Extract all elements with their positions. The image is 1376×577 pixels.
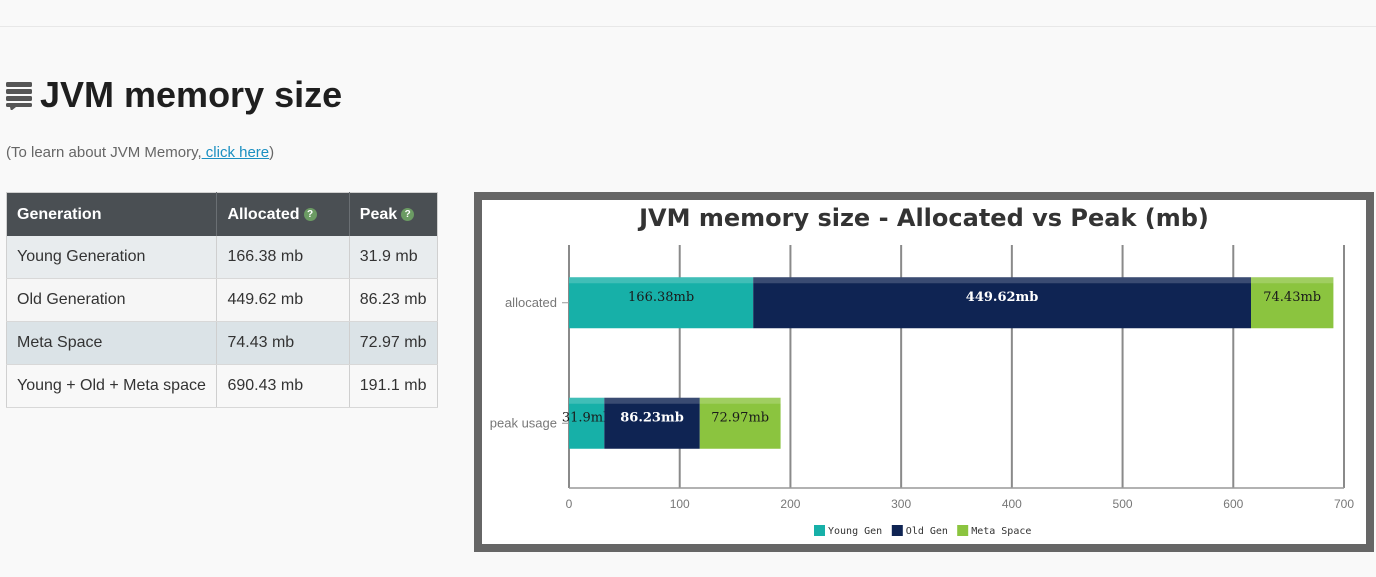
x-tick-label: 500 (1113, 497, 1133, 511)
table-header-row: Generation Allocated? Peak? (6, 192, 438, 236)
table-row: Young + Old + Meta space 690.43 mb 191.1… (6, 364, 438, 408)
page-title: JVM memory size (40, 74, 343, 115)
x-tick-label: 200 (780, 497, 800, 511)
legend-label: Old Gen (906, 526, 948, 537)
cell-generation: Young + Old + Meta space (6, 364, 218, 408)
bar-highlight (1251, 277, 1334, 284)
col-header-allocated: Allocated? (216, 192, 350, 236)
cell-peak: 191.1 mb (349, 364, 438, 408)
bar-segment (753, 277, 1251, 329)
help-icon[interactable]: ? (401, 207, 415, 221)
bar-segment (569, 277, 754, 329)
legend-swatch (957, 525, 969, 536)
bar-highlight (753, 277, 1251, 284)
learn-more-prefix: (To learn about JVM Memory, (6, 144, 202, 161)
y-category-label: peak usage (490, 415, 557, 430)
col-header-generation: Generation (6, 192, 218, 236)
page-heading: JVM memory size (6, 74, 342, 116)
cell-peak: 31.9 mb (349, 236, 438, 279)
x-tick-label: 600 (1223, 497, 1243, 511)
click-here-link[interactable]: click here (201, 144, 270, 161)
cell-allocated: 166.38 mb (216, 236, 350, 279)
help-icon[interactable]: ? (303, 207, 317, 221)
x-tick-label: 300 (891, 497, 911, 511)
cell-allocated: 690.43 mb (216, 364, 350, 408)
cell-peak: 72.97 mb (349, 321, 438, 365)
bar-segment (569, 397, 605, 449)
memory-bar-chart: JVM memory size - Allocated vs Peak (mb)… (490, 204, 1355, 537)
cell-generation: Old Generation (6, 278, 218, 322)
chart-title: JVM memory size - Allocated vs Peak (mb) (637, 204, 1209, 232)
cell-generation: Meta Space (6, 321, 218, 365)
bar-data-label: 86.23mb (620, 410, 684, 425)
cell-generation: Young Generation (6, 236, 218, 279)
table-row: Young Generation 166.38 mb 31.9 mb (6, 236, 438, 279)
cell-allocated: 74.43 mb (216, 321, 350, 365)
bar-data-label: 31.9mb (562, 410, 612, 425)
bar-data-label: 166.38mb (628, 290, 694, 305)
bar-segment (604, 397, 700, 449)
bar-data-label: 74.43mb (1263, 290, 1321, 305)
table-row: Old Generation 449.62 mb 86.23 mb (6, 278, 438, 322)
x-tick-label: 0 (566, 497, 573, 511)
x-tick-label: 100 (670, 497, 690, 511)
y-category-label: allocated (505, 295, 557, 310)
x-tick-label: 700 (1334, 497, 1354, 511)
bar-highlight (604, 397, 700, 404)
jvm-memory-table: Generation Allocated? Peak? Young Genera… (6, 192, 438, 408)
x-tick-label: 400 (1002, 497, 1022, 511)
chart-frame: JVM memory size - Allocated vs Peak (mb)… (474, 192, 1374, 552)
legend-swatch (814, 525, 825, 536)
bar-highlight (569, 397, 605, 404)
bar-highlight (699, 397, 781, 404)
bar-data-label: 72.97mb (711, 410, 769, 425)
bar-segment (699, 397, 781, 449)
bar-segment (1251, 277, 1334, 329)
legend-label: Young Gen (828, 526, 882, 537)
learn-more-suffix: ) (269, 144, 275, 161)
bar-data-label: 449.62mb (966, 290, 1039, 305)
top-divider (0, 26, 1376, 27)
comment-lines-icon (6, 80, 32, 111)
cell-peak: 86.23 mb (349, 278, 438, 322)
col-header-peak: Peak? (349, 192, 438, 236)
bar-highlight (569, 277, 754, 284)
legend-label: Meta Space (971, 526, 1031, 537)
learn-more-text: (To learn about JVM Memory, click here) (6, 144, 274, 161)
cell-allocated: 449.62 mb (216, 278, 350, 322)
chart-canvas: JVM memory size - Allocated vs Peak (mb)… (482, 200, 1366, 544)
table-row: Meta Space 74.43 mb 72.97 mb (6, 321, 438, 365)
legend-swatch (891, 525, 903, 536)
